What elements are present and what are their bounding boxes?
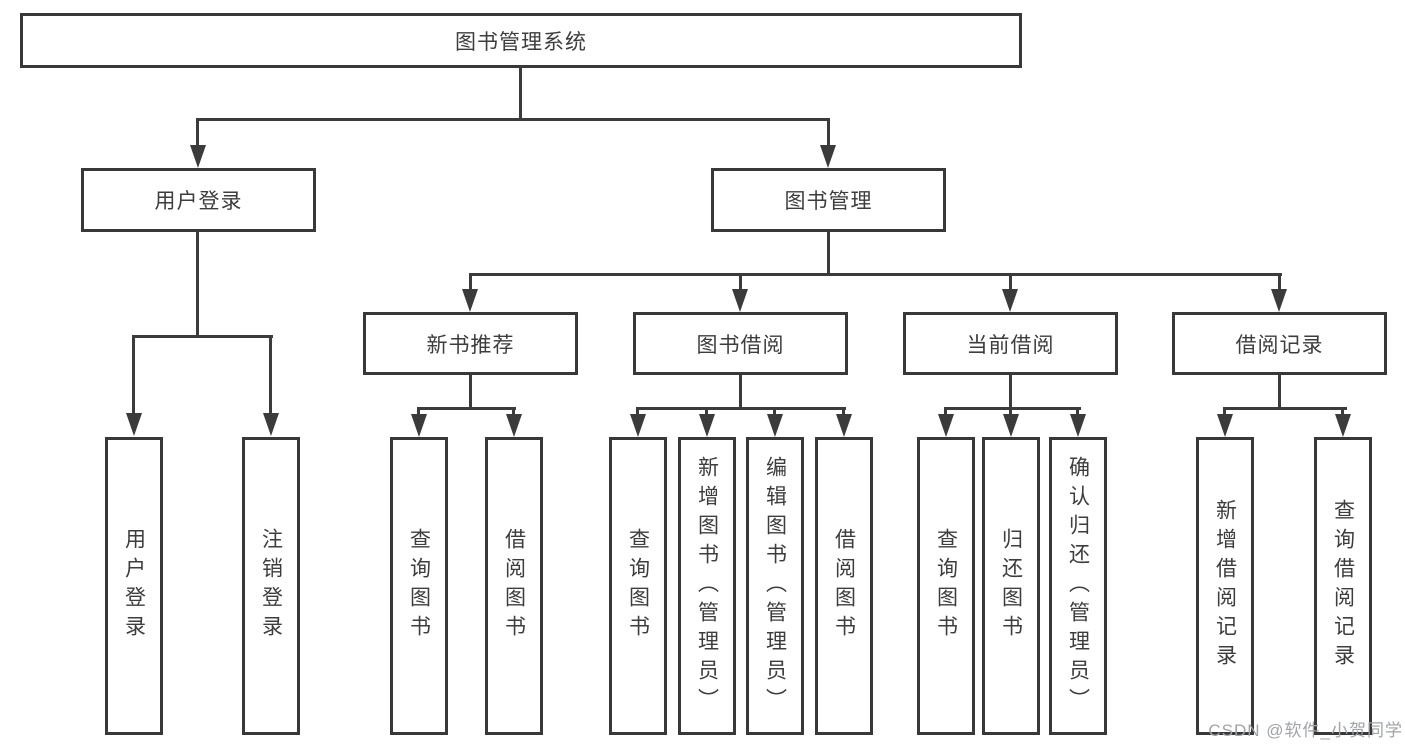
arrow-shaft [1009,407,1012,417]
arrow-shaft [773,407,776,417]
arrow-shaft [1076,407,1079,417]
leaf-query-books-borrow: 查询图书 [609,437,667,735]
arrowhead-down-icon [767,414,783,437]
connector-branch [196,118,830,121]
connector-stem [519,66,522,120]
leaf-user-login-label: 用户登录 [122,528,146,644]
arrow-shaft [132,335,135,415]
node-user-login-label: 用户登录 [154,190,243,213]
csdn-watermark: CSDN @软件_小贺同学 [1208,721,1403,740]
connector-stem [827,232,830,276]
arrow-shaft [1341,407,1344,417]
arrowhead-down-icon [1002,289,1018,312]
node-borrow-records: 借阅记录 [1172,312,1387,375]
node-library-system-label: 图书管理系统 [455,30,587,54]
leaf-borrow-books-label: 借阅图书 [832,528,856,644]
arrow-shaft [469,273,472,293]
connector-branch [132,335,273,338]
leaf-logout-login-label: 注销登录 [259,528,283,644]
node-current-borrow: 当前借阅 [903,312,1118,375]
arrow-shaft [1009,273,1012,293]
arrowhead-down-icon [1070,414,1086,437]
arrowhead-down-icon [699,414,715,437]
node-book-borrow-label: 图书借阅 [696,333,785,357]
arrowhead-down-icon [820,145,836,168]
node-book-management: 图书管理 [711,168,946,232]
arrow-shaft [1223,407,1226,417]
arrowhead-down-icon [1217,414,1233,437]
leaf-add-book-admin: 新增图书（管理员） [678,437,736,735]
arrowhead-down-icon [1003,414,1019,437]
leaf-query-books-recommend: 查询图书 [390,437,448,735]
leaf-user-login: 用户登录 [105,437,163,735]
arrowhead-down-icon [1335,414,1351,437]
leaf-query-books-current: 查询图书 [917,437,975,735]
node-book-borrow: 图书借阅 [633,312,848,375]
connector-stem [469,375,472,410]
leaf-borrow-books: 借阅图书 [815,437,873,735]
arrowhead-down-icon [630,414,646,437]
node-borrow-records-label: 借阅记录 [1235,333,1324,357]
arrow-shaft [512,407,515,417]
connector-branch [636,407,846,410]
leaf-query-books-current-label: 查询图书 [934,528,958,644]
connector-branch [1223,407,1347,410]
arrow-shaft [269,335,272,415]
leaf-add-borrow-record: 新增借阅记录 [1196,437,1254,735]
node-book-management-label: 图书管理 [784,190,873,213]
connector-branch [417,407,516,410]
arrowhead-down-icon [732,289,748,312]
arrowhead-down-icon [1271,289,1287,312]
arrow-shaft [739,273,742,293]
arrowhead-down-icon [506,414,522,437]
connector-branch [469,273,1282,276]
connector-stem [739,375,742,410]
leaf-query-borrow-record: 查询借阅记录 [1314,437,1372,735]
leaf-query-books-recommend-label: 查询图书 [407,528,431,644]
arrowhead-down-icon [411,414,427,437]
node-library-system: 图书管理系统 [20,13,1022,68]
arrowhead-down-icon [462,289,478,312]
leaf-return-books: 归还图书 [982,437,1040,735]
arrow-shaft [417,407,420,417]
node-new-book-recommend: 新书推荐 [363,312,578,375]
arrow-shaft [827,118,830,148]
connector-stem [1278,375,1281,410]
leaf-borrow-books-recommend-label: 借阅图书 [502,528,526,644]
leaf-edit-book-admin-label: 编辑图书（管理员） [763,455,787,717]
connector-stem [196,232,199,338]
leaf-edit-book-admin: 编辑图书（管理员） [746,437,804,735]
connector-stem [1009,375,1012,410]
leaf-confirm-return-admin: 确认归还（管理员） [1049,437,1107,735]
leaf-query-books-borrow-label: 查询图书 [626,528,650,644]
arrow-shaft [196,118,199,148]
arrow-shaft [1278,273,1281,293]
node-new-book-recommend-label: 新书推荐 [426,333,515,357]
arrowhead-down-icon [836,414,852,437]
leaf-borrow-books-recommend: 借阅图书 [485,437,543,735]
connector-branch [944,407,1081,410]
arrowhead-down-icon [190,145,206,168]
node-user-login: 用户登录 [81,168,316,232]
arrowhead-down-icon [263,413,279,436]
arrowhead-down-icon [126,413,142,436]
node-current-borrow-label: 当前借阅 [966,333,1055,357]
arrow-shaft [705,407,708,417]
leaf-return-books-label: 归还图书 [999,528,1023,644]
leaf-add-borrow-record-label: 新增借阅记录 [1213,499,1237,673]
leaf-add-book-admin-label: 新增图书（管理员） [695,455,719,717]
arrowhead-down-icon [938,414,954,437]
leaf-confirm-return-admin-label: 确认归还（管理员） [1066,455,1090,717]
arrow-shaft [842,407,845,417]
arrow-shaft [944,407,947,417]
arrow-shaft [636,407,639,417]
leaf-logout-login: 注销登录 [242,437,300,735]
leaf-query-borrow-record-label: 查询借阅记录 [1331,499,1355,673]
